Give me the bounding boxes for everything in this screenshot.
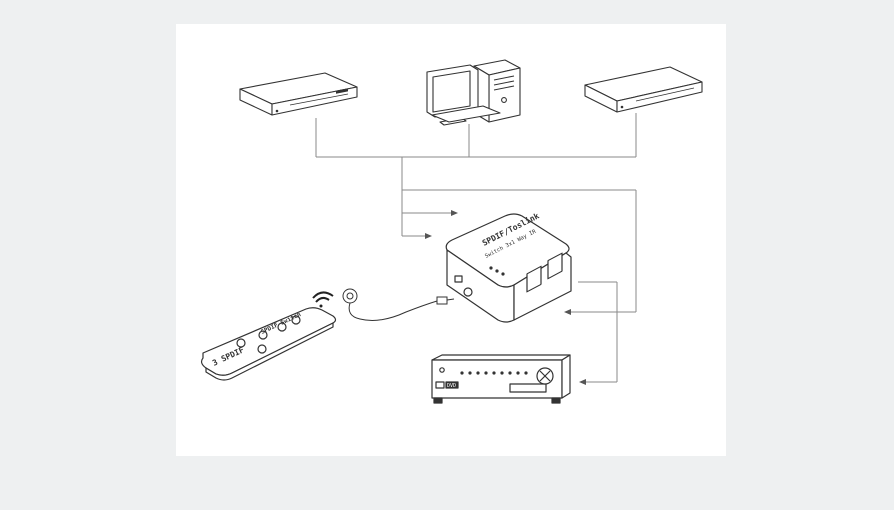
remote-control xyxy=(200,307,337,381)
spdif-switch-device xyxy=(445,213,572,323)
receiver-buttons xyxy=(460,371,528,375)
left-dvd-player-icon xyxy=(239,72,358,116)
computer-icon xyxy=(426,59,521,126)
connection-lines xyxy=(315,113,637,383)
av-receiver xyxy=(431,354,571,404)
ir-signal-icon xyxy=(312,291,334,308)
receiver-display: DVD xyxy=(447,383,456,389)
arrowheads xyxy=(425,210,586,385)
ir-receiver-cable xyxy=(342,288,455,321)
right-dvd-player-icon xyxy=(584,66,703,113)
